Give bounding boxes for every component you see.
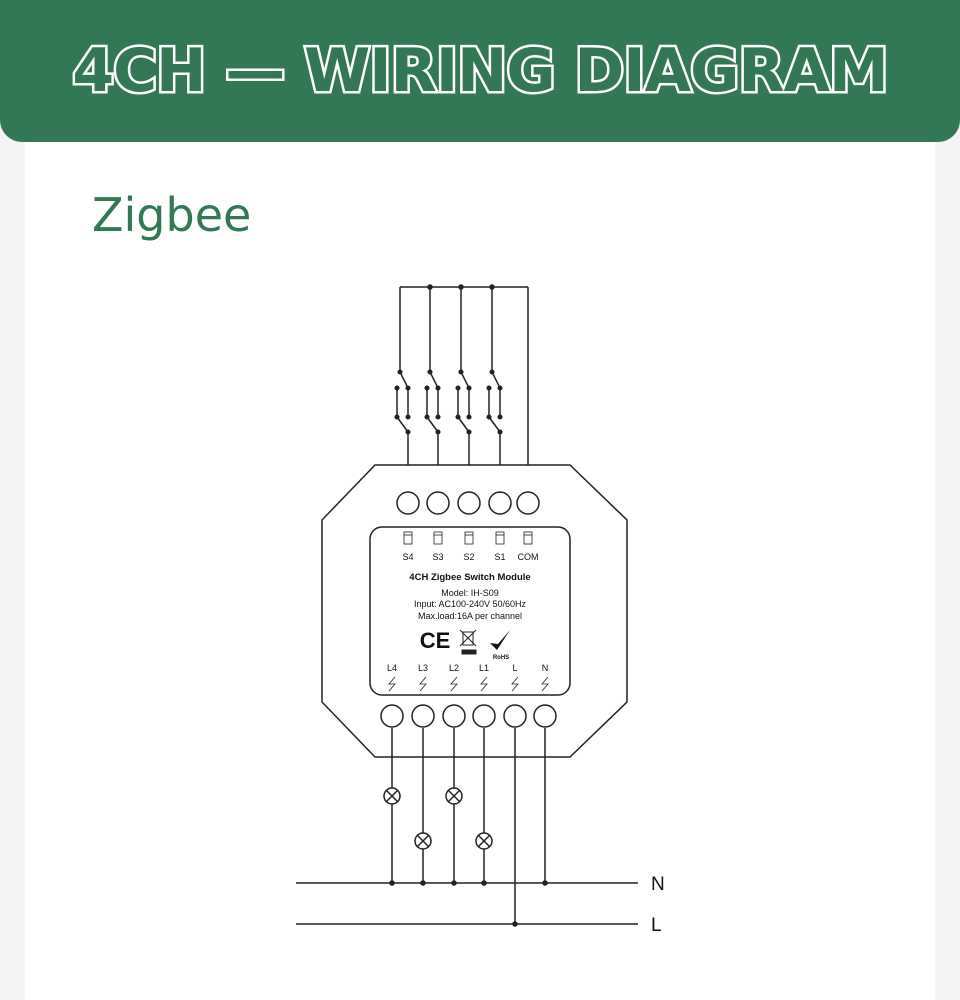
junction-dot	[481, 880, 487, 886]
rohs-check-icon	[490, 630, 510, 650]
terminal-l3	[411, 704, 435, 728]
wire	[512, 728, 518, 927]
terminal-s4	[396, 491, 420, 515]
ce-mark: CE	[420, 628, 451, 653]
screw-icon	[541, 676, 549, 692]
terminal-label: S1	[494, 552, 505, 562]
wire	[445, 728, 463, 886]
page-title: 4CH — WIRING DIAGRAM	[70, 34, 891, 109]
two-way-switch	[486, 284, 503, 465]
terminal-label: L2	[449, 663, 459, 673]
lamp-icon	[383, 787, 401, 805]
terminal-label: N	[542, 663, 549, 673]
weee-bin-icon	[459, 629, 477, 655]
junction-dot	[389, 880, 395, 886]
terminal-slot-icon	[433, 531, 443, 545]
terminal-label: L1	[479, 663, 489, 673]
switch-wiring	[394, 284, 529, 465]
two-way-switch	[394, 287, 411, 465]
live-label: L	[651, 915, 662, 936]
screw-icon	[511, 676, 519, 692]
junction-dot	[512, 921, 518, 927]
terminal-label: L	[512, 663, 517, 673]
screw-icon	[419, 676, 427, 692]
module: S4 S3 S2 S1 COM L4 L3 L2 L1 L N 4CH Zigbee Switch…	[321, 464, 628, 758]
terminal-s1	[488, 491, 512, 515]
junction-dot	[451, 880, 457, 886]
terminal-label: S3	[432, 552, 443, 562]
two-way-switch	[424, 284, 441, 465]
wire	[414, 728, 432, 886]
terminal-com	[516, 491, 540, 515]
terminal-slot-icon	[403, 531, 413, 545]
header-banner	[0, 0, 960, 142]
section-title: Zigbee	[92, 188, 252, 242]
rohs-mark: RoHS	[493, 655, 509, 661]
terminal-slot-icon	[464, 531, 474, 545]
screw-icon	[480, 676, 488, 692]
module-input: Input: AC100-240V 50/60Hz	[414, 599, 527, 609]
terminal-label: L3	[418, 663, 428, 673]
terminal-l2	[442, 704, 466, 728]
lamp-icon	[475, 832, 493, 850]
wire	[383, 728, 401, 886]
wire	[475, 728, 493, 886]
junction-dot	[458, 284, 464, 290]
module-max-load: Max.load:16A per channel	[418, 611, 522, 621]
terminal-n	[533, 704, 557, 728]
screw-icon	[388, 676, 396, 692]
module-model: Model: IH-S09	[441, 588, 499, 598]
terminal-slot-icon	[523, 531, 533, 545]
wire	[542, 728, 548, 886]
terminal-label: S2	[463, 552, 474, 562]
junction-dot	[489, 284, 495, 290]
load-wiring	[296, 728, 638, 927]
module-name: 4CH Zigbee Switch Module	[409, 572, 530, 583]
lamp-icon	[445, 787, 463, 805]
terminal-label: S4	[402, 552, 413, 562]
lamp-icon	[414, 832, 432, 850]
terminal-l4	[380, 704, 404, 728]
screw-icon	[450, 676, 458, 692]
neutral-label: N	[651, 874, 665, 895]
junction-dot	[542, 880, 548, 886]
junction-dot	[427, 284, 433, 290]
terminal-l1	[472, 704, 496, 728]
junction-dot	[420, 880, 426, 886]
two-way-switch	[455, 284, 472, 465]
terminal-s3	[426, 491, 450, 515]
terminal-label: COM	[518, 552, 539, 562]
terminal-s2	[457, 491, 481, 515]
terminal-label: L4	[387, 663, 397, 673]
terminal-l	[503, 704, 527, 728]
terminal-slot-icon	[495, 531, 505, 545]
